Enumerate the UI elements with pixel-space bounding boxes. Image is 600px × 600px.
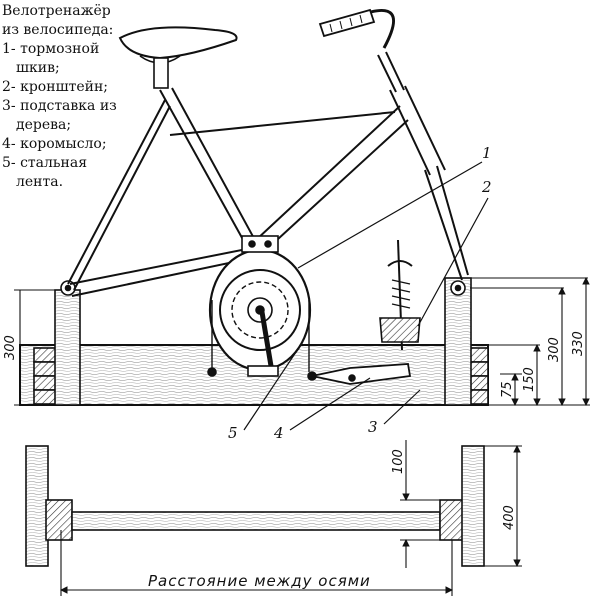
left-blocks [33, 347, 57, 405]
top-crossbar [71, 511, 441, 531]
legend-item-num: 1- [2, 41, 16, 57]
legend-item-num: 3- [2, 98, 16, 114]
callout-3: 3 [368, 418, 378, 436]
right-post [444, 277, 472, 406]
dim-top [60, 440, 522, 596]
legend-item-text: стальная [20, 155, 88, 171]
dim-label-right-150: 150 [522, 367, 537, 392]
legend-item-text: кронштейн; [20, 79, 108, 95]
legend-item-1-cont: шкив; [16, 60, 60, 76]
legend-item-5-cont: лента. [16, 174, 64, 190]
dim-label-left-300: 300 [3, 335, 18, 360]
callout-5: 5 [228, 424, 238, 442]
callout-1: 1 [482, 144, 492, 162]
dim-right [470, 277, 590, 406]
legend-title-line1: Велотренажёр [2, 3, 111, 19]
legend-item-num: 5- [2, 155, 16, 171]
top-right-foot [461, 445, 485, 567]
pedal [247, 365, 279, 377]
legend-item-num: 2- [2, 79, 16, 95]
saddle [118, 26, 238, 60]
legend-item-text: тормозной [20, 41, 100, 57]
side-view [14, 8, 590, 431]
crank-arm [259, 311, 275, 373]
left-post [54, 289, 81, 406]
dim-label-right-330: 330 [571, 331, 586, 356]
top-right-hub [439, 499, 465, 541]
legend-item-text: коромысло; [20, 136, 107, 152]
legend: Велотренажёр из велосипеда: 1- тормозной… [2, 2, 152, 192]
dim-label-right-300: 300 [547, 337, 562, 362]
dim-label-top-100: 100 [391, 449, 406, 474]
top-left-hub [45, 499, 73, 541]
bike-frame [67, 51, 469, 297]
dim-label-top-400: 400 [502, 505, 517, 530]
legend-item-4: 4- коромысло; [2, 135, 152, 154]
legend-item-text: подставка из [20, 98, 117, 114]
legend-item-1: 1- тормозной [2, 40, 152, 59]
leader-lines [243, 161, 489, 431]
callout-2: 2 [481, 178, 492, 196]
dim-label-right-75: 75 [500, 381, 515, 398]
legend-title-line2: из велосипеда: [2, 22, 114, 38]
legend-item-2: 2- кронштейн; [2, 78, 152, 97]
top-left-foot [25, 445, 49, 567]
seat-post [153, 57, 169, 89]
legend-item-num: 4- [2, 136, 16, 152]
legend-item-5: 5- стальная [2, 154, 152, 173]
legend-item-3-cont: дерева; [16, 117, 72, 133]
top-view [25, 440, 522, 596]
bracket-top [241, 235, 279, 253]
axle-distance-caption: Расстояние между осями [148, 572, 371, 590]
dim-left [14, 289, 60, 406]
handlebar-grip [318, 8, 376, 38]
callout-4: 4 [273, 424, 284, 442]
legend-item-3: 3- подставка из [2, 97, 152, 116]
tension-bracket [379, 239, 421, 351]
rocker-arm [311, 363, 412, 385]
